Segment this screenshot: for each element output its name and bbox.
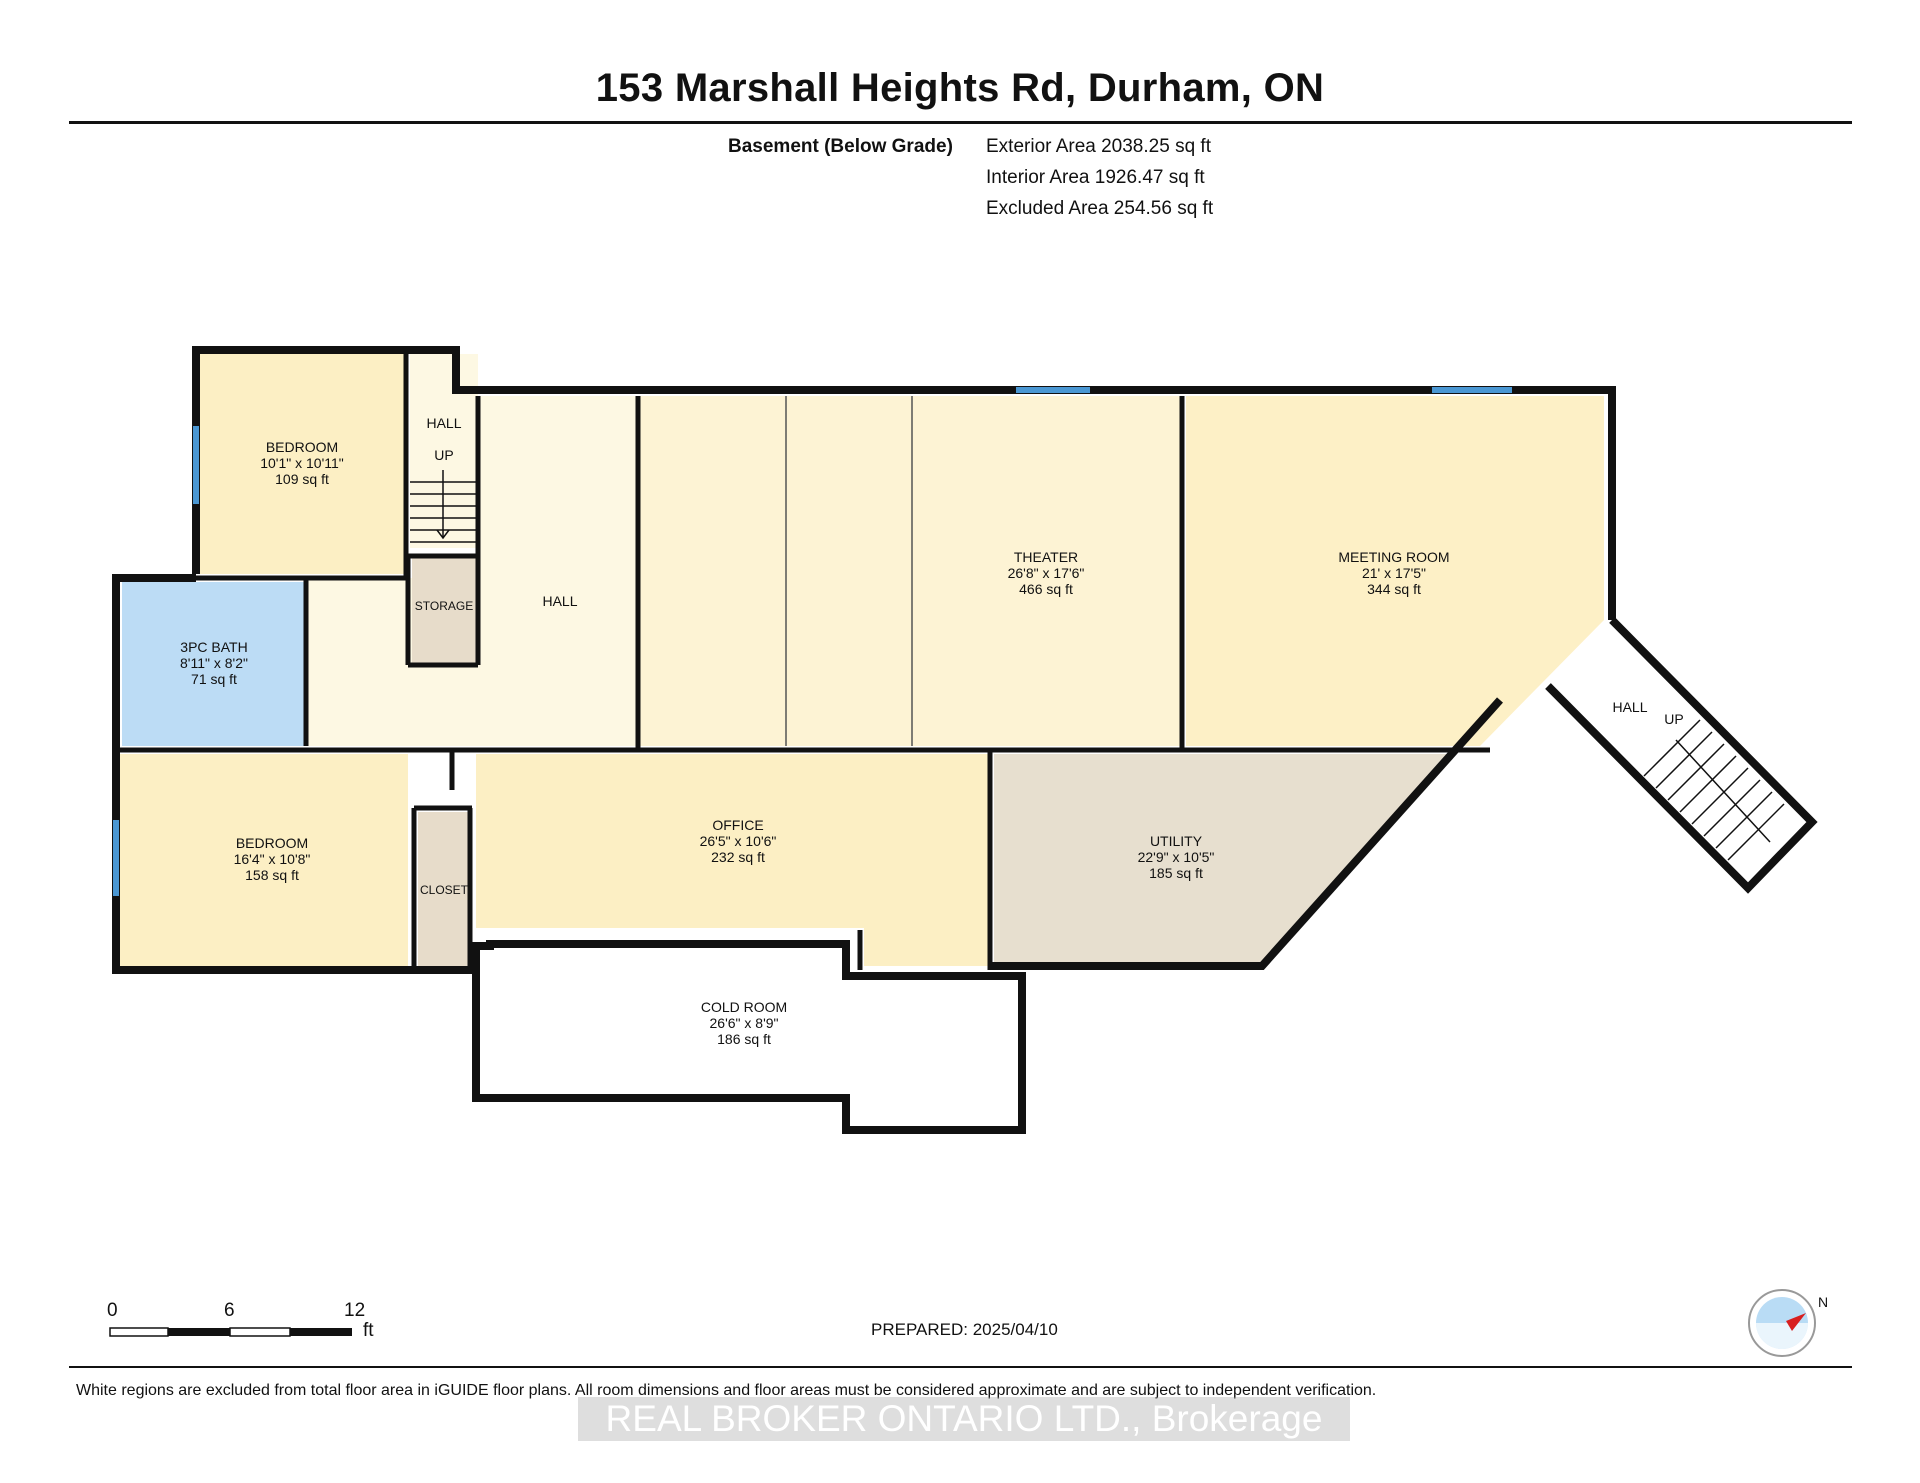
meeting-dims: 21' x 17'5" <box>1362 565 1426 581</box>
room-fill-bedroom-top <box>200 354 406 574</box>
hall-right-label: HALL <box>1612 699 1647 715</box>
up-right-label: UP <box>1664 711 1683 727</box>
utility-name: UTILITY <box>1150 833 1203 849</box>
scale-bar <box>109 1327 352 1337</box>
stairs-top <box>410 470 476 543</box>
cold-room-name: COLD ROOM <box>701 999 787 1015</box>
footer-rule <box>69 1366 1852 1368</box>
scale-zero: 0 <box>107 1300 118 1321</box>
room-fill-closet <box>418 812 470 968</box>
header-rule <box>69 121 1852 124</box>
room-fill-bath <box>122 582 306 746</box>
room-fill-bedroom-bottom <box>118 754 408 968</box>
theater-area: 466 sq ft <box>1019 581 1073 597</box>
page-title: 153 Marshall Heights Rd, Durham, ON <box>595 66 1325 110</box>
bedroom-bottom-dims: 16'4" x 10'8" <box>234 851 311 867</box>
scale-unit: ft <box>363 1320 374 1341</box>
room-fill-meeting <box>1186 396 1604 746</box>
room-fill-theater <box>640 396 1182 746</box>
windows <box>113 387 1512 896</box>
bath-area: 71 sq ft <box>191 671 237 687</box>
room-fill-utility <box>994 754 1456 966</box>
cold-room-area: 186 sq ft <box>717 1031 771 1047</box>
theater-name: THEATER <box>1014 549 1078 565</box>
bath-dims: 8'11" x 8'2" <box>180 655 248 671</box>
closet-label: CLOSET <box>420 883 469 897</box>
office-area: 232 sq ft <box>711 849 765 865</box>
cold-room-dims: 26'6" x 8'9" <box>710 1015 779 1031</box>
utility-area: 185 sq ft <box>1149 865 1203 881</box>
bedroom-top-dims: 10'1" x 10'11" <box>260 455 344 471</box>
brokerage-watermark: REAL BROKER ONTARIO LTD., Brokerage <box>578 1397 1350 1441</box>
bath-name: 3PC BATH <box>180 639 247 655</box>
office-name: OFFICE <box>712 817 763 833</box>
scale-max: 12 <box>344 1300 366 1321</box>
meeting-name: MEETING ROOM <box>1338 549 1449 565</box>
interior-area: Interior Area 1926.47 sq ft <box>986 167 1205 188</box>
disclaimer-text: White regions are excluded from total fl… <box>76 1382 1377 1399</box>
bedroom-top-name: BEDROOM <box>266 439 338 455</box>
office-dims: 26'5" x 10'6" <box>700 833 777 849</box>
exterior-area: Exterior Area 2038.25 sq ft <box>986 136 1211 157</box>
meeting-area: 344 sq ft <box>1367 581 1421 597</box>
level-name: Basement (Below Grade) <box>728 136 953 157</box>
utility-dims: 22'9" x 10'5" <box>1138 849 1215 865</box>
bedroom-bottom-area: 158 sq ft <box>245 867 299 883</box>
storage-label: STORAGE <box>415 599 473 613</box>
excluded-area: Excluded Area 254.56 sq ft <box>986 198 1214 219</box>
interior-walls <box>116 350 1490 970</box>
compass-icon: N <box>1748 1283 1828 1368</box>
room-fill-office <box>456 754 990 966</box>
hall-main-label: HALL <box>542 593 577 609</box>
room-fill-storage <box>412 556 476 664</box>
hall-top-label: HALL <box>426 415 461 431</box>
theater-dims: 26'8" x 17'6" <box>1008 565 1085 581</box>
up-top-label: UP <box>434 447 453 463</box>
bedroom-bottom-name: BEDROOM <box>236 835 308 851</box>
compass-north-label: N <box>1818 1294 1828 1310</box>
scale-mid: 6 <box>224 1300 235 1321</box>
stairs-right <box>1643 719 1785 861</box>
theater-partitions <box>785 396 913 746</box>
prepared-date: PREPARED: 2025/04/10 <box>871 1320 1058 1339</box>
bedroom-top-area: 109 sq ft <box>275 471 329 487</box>
